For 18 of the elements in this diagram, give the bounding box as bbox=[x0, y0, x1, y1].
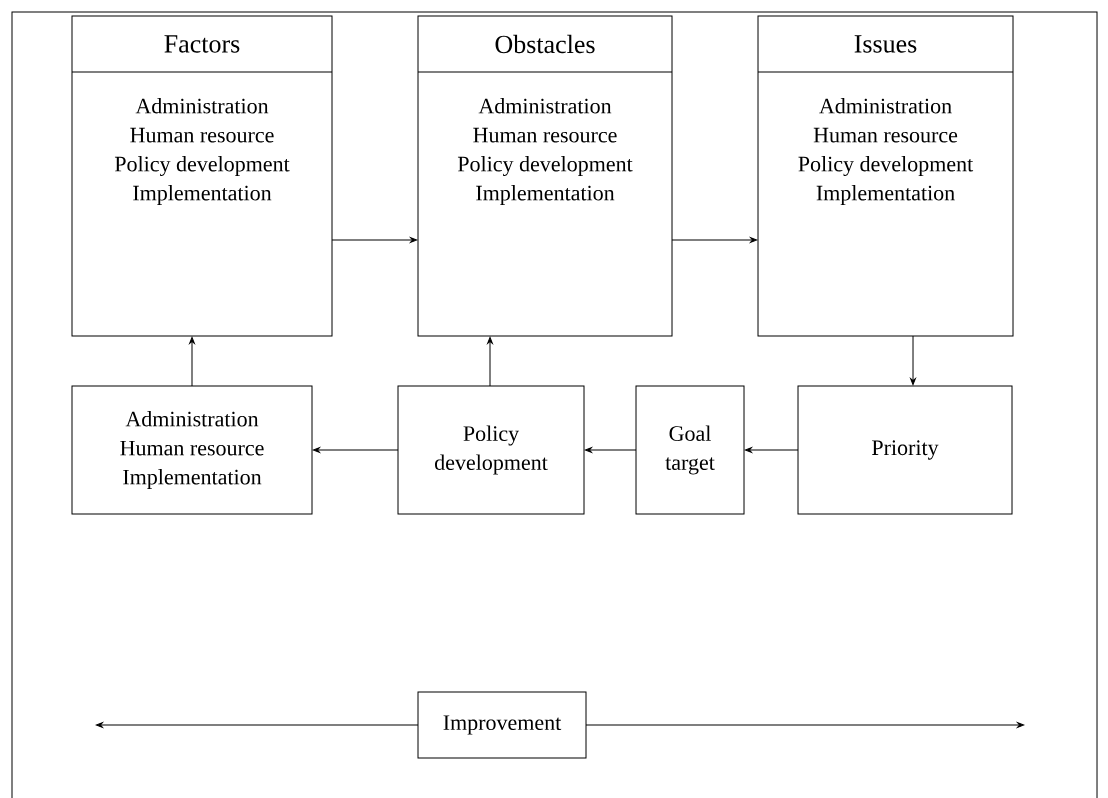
arrow bbox=[487, 336, 493, 387]
process-box: Policy development bbox=[397, 385, 585, 515]
arrow bbox=[331, 237, 418, 243]
arrow bbox=[95, 722, 419, 728]
process-box: Goal target bbox=[635, 385, 745, 515]
arrow bbox=[584, 447, 637, 453]
process-box: Priority bbox=[797, 385, 1013, 515]
process-box: Improvement bbox=[417, 691, 587, 759]
arrow bbox=[585, 722, 1025, 728]
arrow bbox=[910, 335, 916, 386]
column-box: Factors Administration Human resource Policy development Implementation bbox=[71, 15, 333, 337]
arrow bbox=[189, 336, 195, 387]
process-box: Administration Human resource Implementation bbox=[71, 385, 313, 515]
column-box: Obstacles Administration Human resource Policy development Implementation bbox=[417, 15, 673, 337]
arrow bbox=[312, 447, 399, 453]
arrow bbox=[744, 447, 799, 453]
column-box: Issues Administration Human resource Policy development Implementation bbox=[757, 15, 1014, 337]
arrow bbox=[671, 237, 758, 243]
